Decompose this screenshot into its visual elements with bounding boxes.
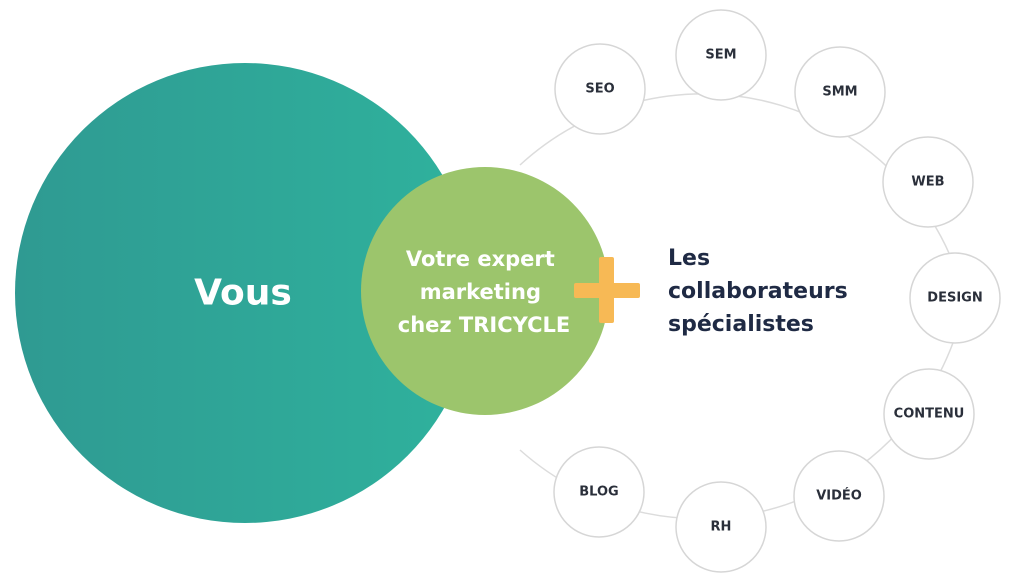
collaborators-line-3: spécialistes bbox=[668, 312, 814, 337]
collaborators-line-1: Les bbox=[668, 246, 710, 271]
node-rh-label: RH bbox=[711, 520, 732, 535]
collaborators-line-2: collaborateurs bbox=[668, 279, 848, 304]
node-smm-label: SMM bbox=[822, 85, 857, 100]
node-sem-label: SEM bbox=[705, 48, 736, 63]
node-blog-label: BLOG bbox=[579, 485, 618, 500]
plus-icon bbox=[574, 257, 640, 323]
collaborators-label: Les collaborateurs spécialistes bbox=[668, 246, 855, 337]
node-seo: SEO bbox=[554, 43, 646, 135]
node-web-label: WEB bbox=[911, 175, 944, 190]
expert-circle bbox=[361, 167, 609, 415]
expert-label-line-1: Votre expert bbox=[406, 247, 555, 271]
node-video: VIDÉO bbox=[793, 450, 885, 542]
vous-label: Vous bbox=[194, 273, 292, 314]
expert-label: Votre expert marketing chez TRICYCLE bbox=[398, 247, 571, 337]
node-contenu-label: CONTENU bbox=[894, 407, 965, 422]
node-video-label: VIDÉO bbox=[816, 488, 862, 504]
expert-label-line-2: marketing bbox=[420, 280, 541, 304]
node-contenu: CONTENU bbox=[883, 368, 975, 460]
node-rh: RH bbox=[675, 481, 767, 573]
node-smm: SMM bbox=[794, 46, 886, 138]
node-design-label: DESIGN bbox=[927, 291, 982, 306]
node-blog: BLOG bbox=[553, 446, 645, 538]
expert-label-line-3: chez TRICYCLE bbox=[398, 313, 571, 337]
vous-circle bbox=[15, 63, 475, 523]
node-design: DESIGN bbox=[909, 252, 1001, 344]
node-sem: SEM bbox=[675, 9, 767, 101]
node-web: WEB bbox=[882, 136, 974, 228]
node-seo-label: SEO bbox=[585, 82, 614, 97]
